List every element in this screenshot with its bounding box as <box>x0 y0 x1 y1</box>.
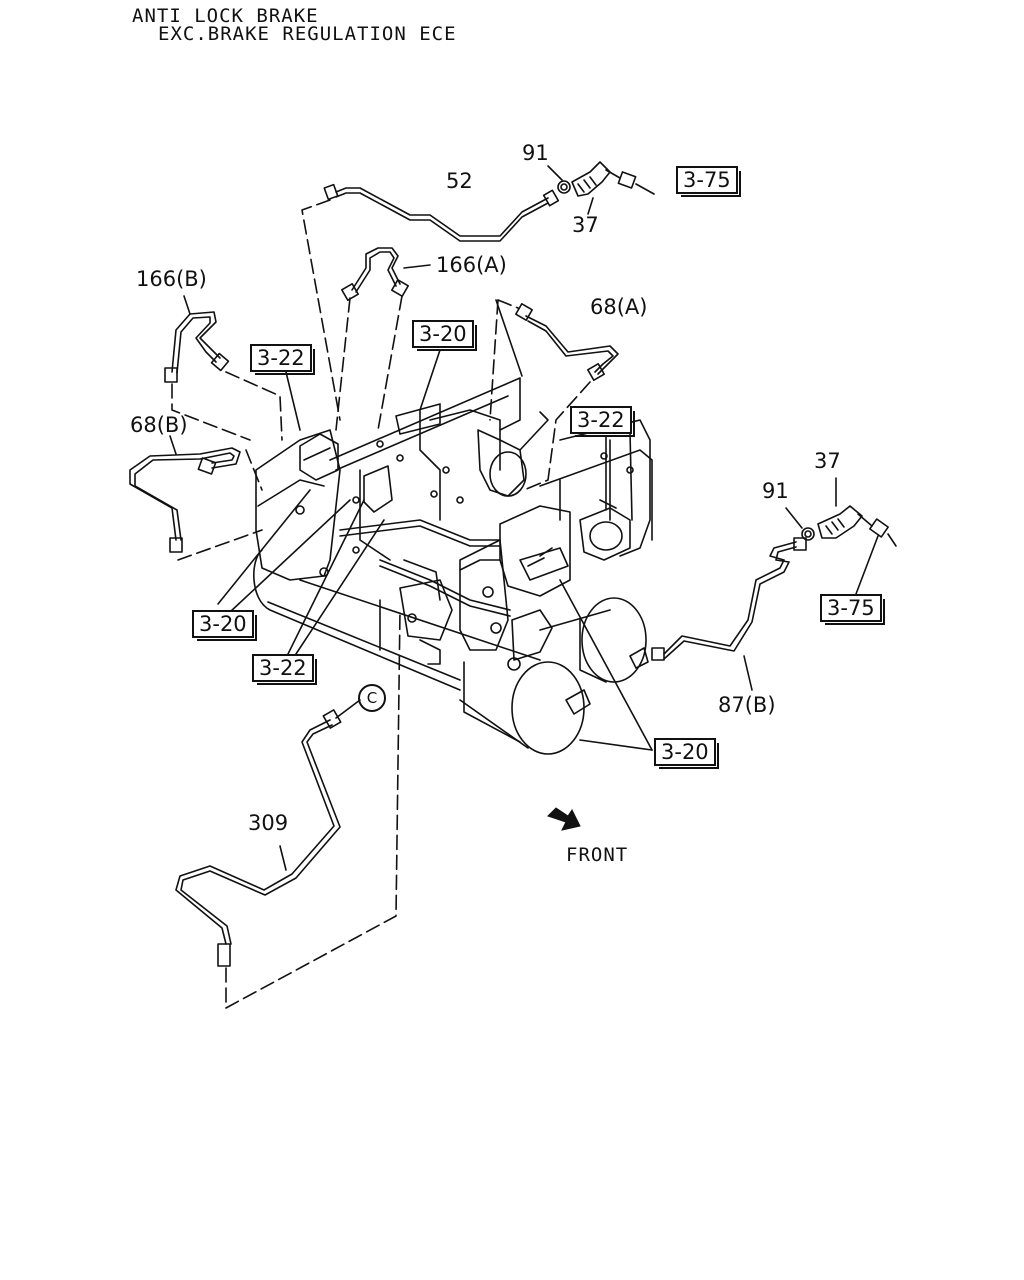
part-label-91-top[interactable]: 91 <box>522 141 549 165</box>
leader-3-20-bottom-b <box>559 579 653 751</box>
pipe-52 <box>323 183 560 242</box>
fitting-37-top <box>557 161 655 197</box>
pipe-166b <box>164 311 230 383</box>
pipe-309 <box>175 709 342 967</box>
ref-3-20-left[interactable]: 3-20 <box>192 610 257 641</box>
fitting-37-right <box>801 505 897 547</box>
part-label-68b[interactable]: 68(B) <box>130 413 188 437</box>
ref-3-22-bottom[interactable]: 3-22 <box>252 654 317 685</box>
leader-3-20-left-a <box>217 489 311 605</box>
pipe-87b <box>651 537 807 661</box>
part-label-52[interactable]: 52 <box>446 169 473 193</box>
diagram-title-line2: EXC.BRAKE REGULATION ECE <box>158 23 457 45</box>
part-label-37-right[interactable]: 37 <box>814 449 841 473</box>
diagram-title-line1: ANTI LOCK BRAKE <box>132 5 319 27</box>
part-label-37-top[interactable]: 37 <box>572 213 599 237</box>
ref-3-20-top[interactable]: 3-20 <box>412 320 477 351</box>
connector-c-marker: C <box>358 684 386 712</box>
pipe-68a <box>515 303 619 381</box>
ref-3-75-right[interactable]: 3-75 <box>820 594 885 625</box>
leader-3-22-left <box>285 371 301 431</box>
part-label-68a[interactable]: 68(A) <box>590 295 648 319</box>
ref-3-75-top[interactable]: 3-75 <box>676 166 741 197</box>
front-direction-label: FRONT <box>566 844 629 866</box>
leader-3-20-bottom-a <box>579 739 653 751</box>
leader-3-20-left-b <box>229 499 351 613</box>
pipe-166a <box>341 247 409 301</box>
part-label-166b[interactable]: 166(B) <box>136 267 207 291</box>
part-label-91-right[interactable]: 91 <box>762 479 789 503</box>
leader-3-22-bottom-a <box>287 499 365 655</box>
front-arrow-icon <box>547 807 581 831</box>
abs-modulator-assembly <box>253 299 653 755</box>
part-label-87b[interactable]: 87(B) <box>718 693 776 717</box>
part-label-309[interactable]: 309 <box>248 811 289 835</box>
leader-52 <box>301 199 341 421</box>
ref-3-20-bottom[interactable]: 3-20 <box>654 738 719 769</box>
leader-3-20-top <box>419 349 441 411</box>
leader-3-22-bottom-b <box>295 519 385 655</box>
pipe-68b <box>129 447 241 553</box>
part-label-166a[interactable]: 166(A) <box>436 253 507 277</box>
ref-3-22-left[interactable]: 3-22 <box>250 344 315 375</box>
ref-3-22-right[interactable]: 3-22 <box>570 406 635 437</box>
